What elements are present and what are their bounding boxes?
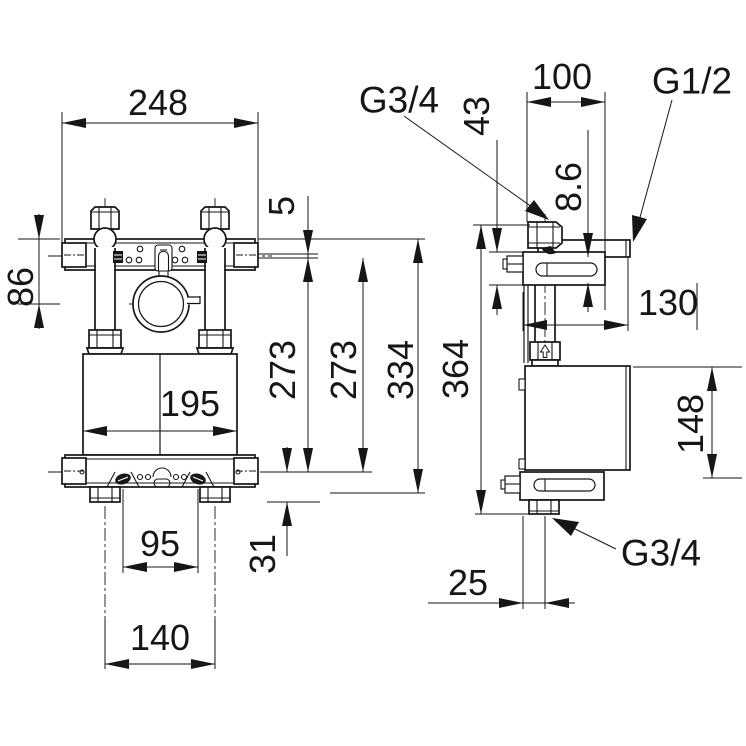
label-g34-top: G3/4: [358, 79, 440, 121]
front-view: [61, 206, 259, 503]
leader-arrow-g34-top: [525, 200, 549, 220]
dim-364: 364: [435, 338, 476, 400]
dim-130: 130: [637, 282, 699, 323]
dim-140: 140: [129, 617, 191, 658]
dim-25: 25: [447, 562, 489, 603]
dim-273-right: 273: [323, 339, 364, 401]
dim-100: 100: [531, 56, 593, 97]
side-view: [500, 221, 631, 515]
dim-31: 31: [242, 533, 283, 575]
dim-8-6: 8.6: [548, 161, 589, 213]
dimension-arrows: [34, 97, 717, 669]
dim-95: 95: [139, 523, 181, 564]
dim-195: 195: [159, 383, 221, 424]
dim-43: 43: [456, 95, 497, 137]
dim-248: 248: [127, 82, 189, 123]
dim-148: 148: [670, 393, 711, 455]
label-g12: G1/2: [651, 60, 733, 102]
dim-334: 334: [380, 339, 421, 401]
dim-273-left: 273: [262, 339, 303, 401]
leader-arrow-g12: [632, 215, 647, 242]
label-g34-bottom: G3/4: [620, 532, 702, 574]
dim-5: 5: [261, 195, 302, 217]
dim-86: 86: [0, 266, 41, 308]
leader-arrow-g34-bottom: [552, 518, 579, 536]
